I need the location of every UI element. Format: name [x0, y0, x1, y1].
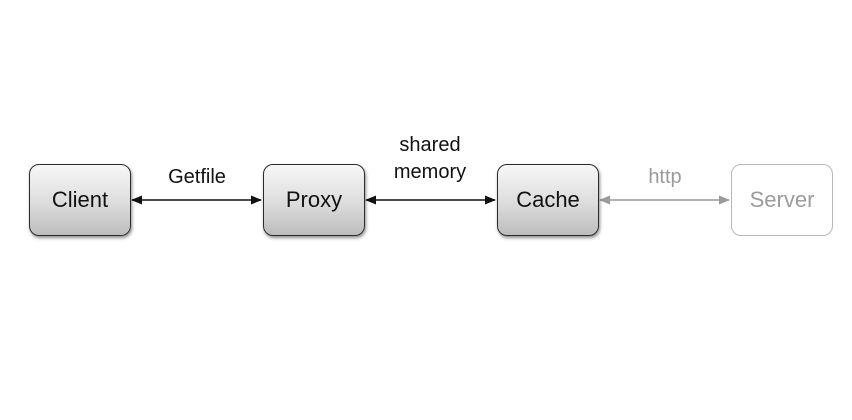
http-text: http [648, 166, 682, 188]
getfile-text: Getfile [168, 166, 226, 188]
client-node: Client [29, 164, 131, 236]
client-label: Client [51, 187, 109, 212]
getfile-edge-label: Getfile [146, 164, 248, 191]
http-edge-label: http [614, 164, 716, 191]
server-node: Server [731, 164, 833, 236]
proxy-label: Proxy [285, 187, 343, 212]
proxy-node: Proxy [263, 164, 365, 236]
cache-label: Cache [516, 187, 580, 212]
server-label: Server [749, 187, 815, 212]
memory-text: memory [393, 161, 467, 183]
shared-memory-edge-label: shared memory [377, 132, 483, 186]
shared-text: shared [399, 134, 461, 156]
cache-node: Cache [497, 164, 599, 236]
